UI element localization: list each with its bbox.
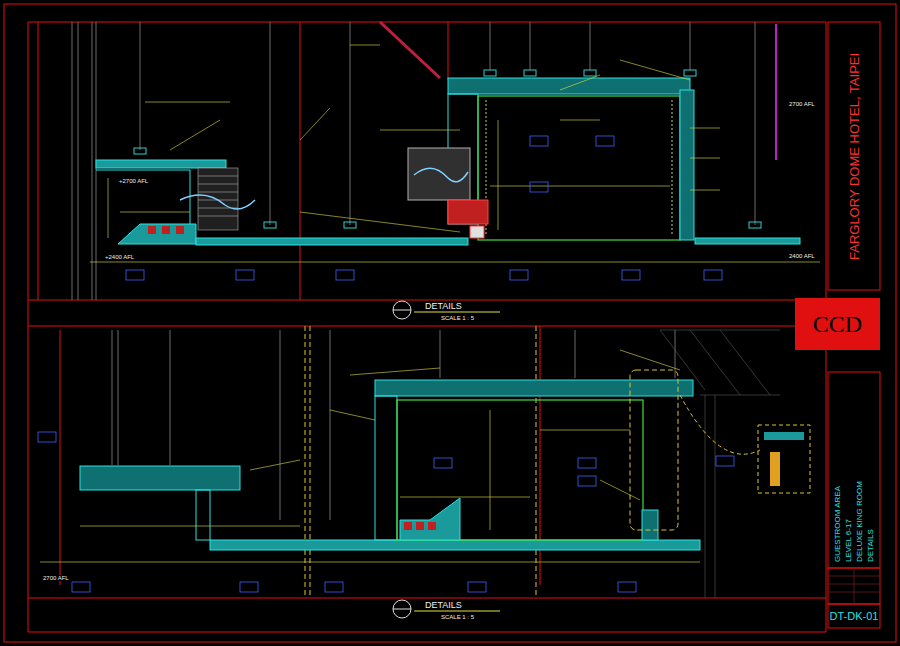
title-text: CCD bbox=[813, 312, 862, 336]
level-mark: +2700 AFL bbox=[118, 178, 149, 184]
title-text: DT-DK-01 bbox=[830, 611, 879, 622]
title-text: FARGLORY DOME HOTEL, TAIPEI bbox=[848, 52, 861, 259]
sheet-info-text: DELUXE KING ROOM bbox=[856, 481, 864, 562]
sheet-info-text: DETAILS bbox=[867, 529, 875, 562]
level-mark: 2400 AFL bbox=[788, 253, 816, 259]
sheet-info-text: LEVEL 6-17 bbox=[845, 519, 853, 562]
detail-scale: SCALE 1 : 5 bbox=[440, 315, 475, 321]
project-title-box: FARGLORY DOME HOTEL, TAIPEI bbox=[828, 22, 880, 290]
sheet-number-box: DT-DK-01 bbox=[828, 604, 880, 628]
detail-title: DETAILS bbox=[424, 302, 463, 311]
level-mark: +2400 AFL bbox=[104, 254, 135, 260]
logo-box: CCD bbox=[795, 298, 880, 350]
sheet-info-text: GUESTROOM AREA bbox=[834, 486, 842, 562]
detail-scale: SCALE 1 : 5 bbox=[440, 614, 475, 620]
detail-title: DETAILS bbox=[424, 601, 463, 610]
sheet-info-box: GUESTROOM AREALEVEL 6-17DELUXE KING ROOM… bbox=[828, 372, 880, 568]
level-mark: 2700 AFL bbox=[788, 101, 816, 107]
level-mark: 2700 AFL bbox=[42, 575, 70, 581]
